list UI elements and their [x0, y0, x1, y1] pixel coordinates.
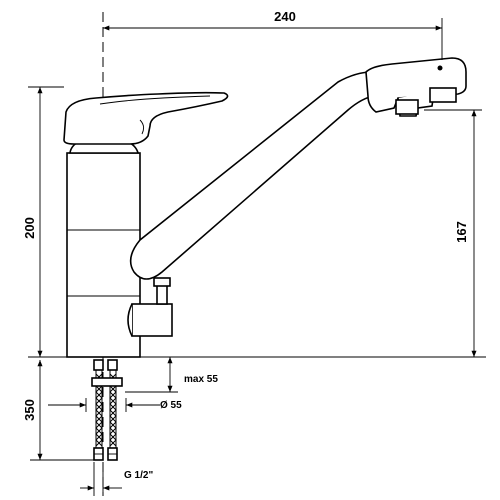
dimension-thread: G 1/2": [80, 462, 153, 496]
dimension-max-55: max 55: [125, 357, 218, 393]
spout-head: [365, 57, 467, 117]
dimension-167: 167: [424, 109, 482, 357]
dimension-max-55-label: max 55: [184, 374, 218, 385]
flexible-hoses: [91, 359, 123, 461]
dimension-diameter-55: Ø 55: [48, 398, 182, 412]
dimension-350-label: 350: [22, 399, 37, 421]
lever-handle: [63, 91, 229, 145]
dimension-167-label: 167: [454, 221, 469, 243]
dimension-350: 350: [22, 360, 96, 461]
dimension-240: 240: [103, 9, 443, 60]
dimension-240-label: 240: [274, 9, 296, 24]
dimension-thread-label: G 1/2": [124, 470, 153, 481]
nozzle-dot: [437, 65, 443, 71]
spout: [129, 71, 375, 280]
dimension-diameter-55-label: Ø 55: [160, 400, 182, 411]
dimension-200: 200: [22, 86, 64, 357]
filter-valve-knob: [127, 277, 173, 337]
dimension-200-label: 200: [22, 217, 37, 239]
